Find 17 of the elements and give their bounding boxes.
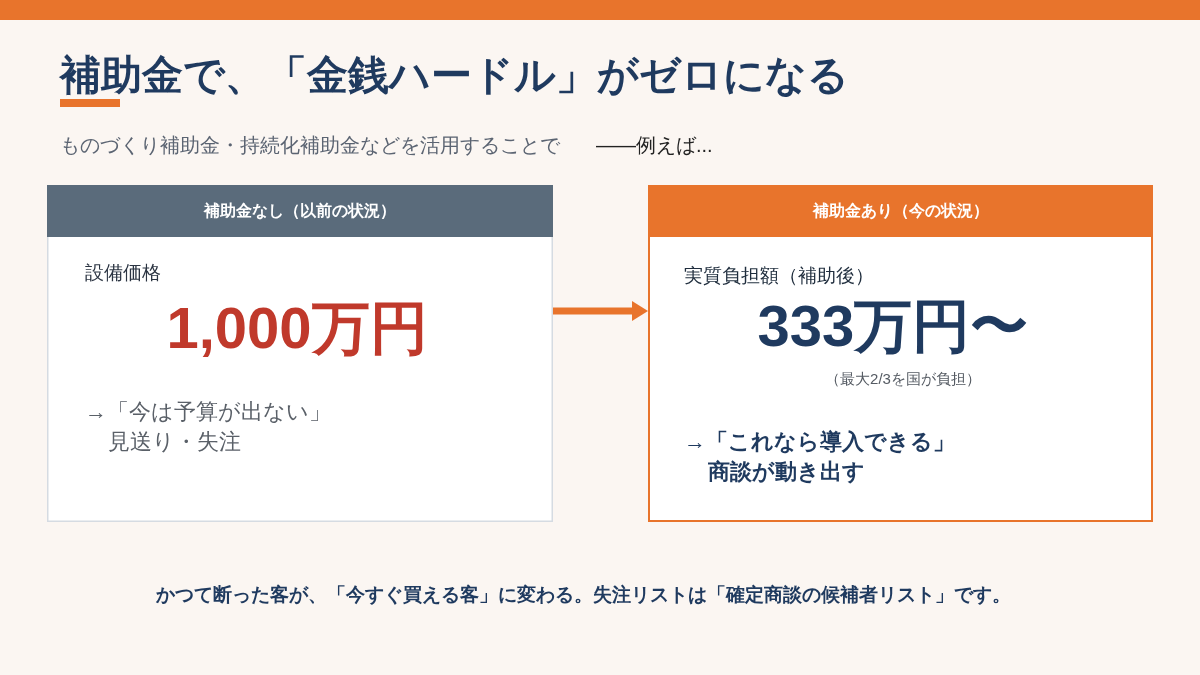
accent-bar <box>0 0 1200 20</box>
card <box>47 185 553 522</box>
title: 補助金で、「金銭ハードル」がゼロになる <box>60 52 849 98</box>
caption: かつて断った客が、「今すぐ買える客」に変わる。失注リストは「確定商談の候補者リスト」です。 <box>155 583 1011 607</box>
outcome-note: →「これなら導入できる」商談が動き出す <box>684 428 956 486</box>
item-label: 実質負担額（補助後） <box>684 264 874 288</box>
arrow <box>553 301 648 321</box>
card-header: 補助金なし（以前の状況） <box>47 185 553 237</box>
card <box>648 185 1153 522</box>
outcome-note: →「今は予算が出ない」見送り・失注 <box>85 398 332 456</box>
card-header: 補助金あり（今の状況） <box>648 185 1153 237</box>
subtitle-suffix: ——例えば... <box>596 133 713 158</box>
footnote: （最大2/3を国が負担） <box>825 369 981 389</box>
item-label: 設備価格 <box>85 261 161 285</box>
price-figure: 333万円〜 <box>757 294 1029 358</box>
subtitle: ものづくり補助金・持続化補助金などを活用することで <box>60 133 560 158</box>
price-figure: 1,000万円 <box>166 296 428 360</box>
